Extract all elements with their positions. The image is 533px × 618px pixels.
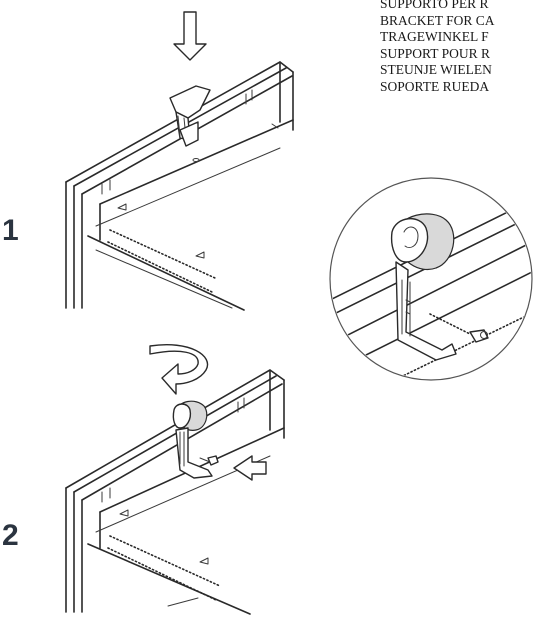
step-1-panel (65, 11, 294, 311)
label-dutch: STEUNJE WIELEN (380, 62, 492, 77)
step-number-2: 2 (2, 519, 19, 552)
label-french: SUPPORT POUR R (380, 45, 490, 61)
label-german: TRAGEWINKEL F (380, 29, 489, 44)
step-number-1: 1 (2, 214, 19, 247)
label-english: BRACKET FOR CA (380, 12, 495, 28)
component-label-list: SUPPORTO PER R BRACKET FOR CA TRAGEWINKE… (380, 0, 533, 95)
detail-magnified-view (329, 177, 533, 381)
label-italian: SUPPORTO PER R (380, 0, 489, 11)
step-2-panel (65, 369, 285, 615)
label-spanish: SOPORTE RUEDA (380, 78, 490, 94)
rotate-arrow-icon (149, 344, 209, 395)
